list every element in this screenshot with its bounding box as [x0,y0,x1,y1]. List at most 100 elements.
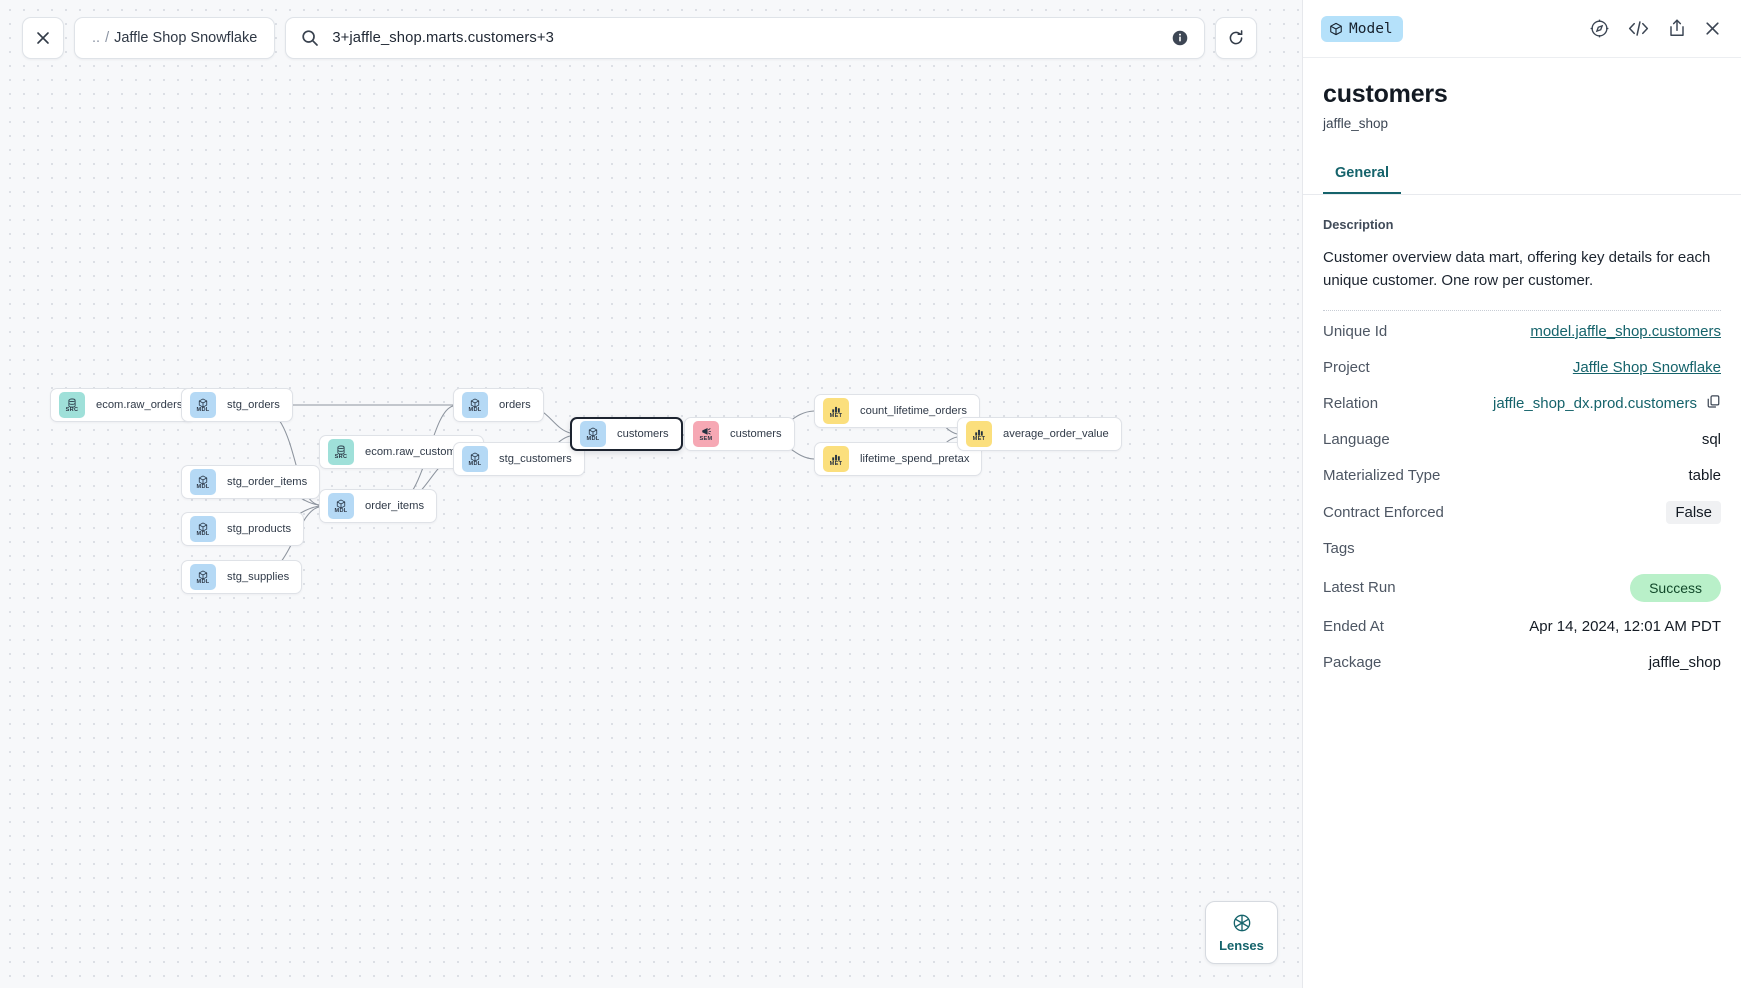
details-panel-body: Description Customer overview data mart,… [1303,195,1741,681]
tab-general[interactable]: General [1323,157,1401,194]
property-value-chip: False [1666,500,1721,524]
graph-node-stg_products[interactable]: MDL stg_products [181,512,305,546]
graph-node-customers_semantic[interactable]: SEM customers [684,417,795,451]
breadcrumb-project: Jaffle Shop Snowflake [114,30,258,46]
property-row: Latest Run Success [1323,567,1721,609]
mdl-icon [198,396,208,408]
node-label: stg_products [227,523,292,535]
node-type-badge-met: MET [823,398,849,424]
code-icon[interactable] [1627,18,1650,39]
property-value: Apr 14, 2024, 12:01 AM PDT [1529,618,1721,635]
node-label: count_lifetime_orders [860,405,967,417]
breadcrumb-prefix: .. [92,30,101,46]
node-type-badge-mdl: MDL [462,446,488,472]
node-label: ecom.raw_orders [96,399,183,411]
close-lineage-button[interactable] [22,17,64,59]
lineage-canvas[interactable]: .. / Jaffle Shop Snowflake 3+jaffle_shop… [0,0,1302,988]
node-type-badge-mdl: MDL [190,469,216,495]
graph-node-stg_customers[interactable]: MDL stg_customers [453,442,585,476]
property-row: Unique Id model.jaffle_shop.customers [1323,314,1721,350]
info-icon[interactable] [1172,30,1188,46]
search-icon [302,30,319,46]
src-icon [67,396,77,408]
property-key: Relation [1323,395,1379,412]
description-text: Customer overview data mart, offering ke… [1323,249,1711,290]
details-tabs: General [1303,157,1741,195]
description-label: Description [1323,217,1394,232]
mdl-icon [470,396,480,408]
node-type-badge-met: MET [823,446,849,472]
close-icon [37,32,49,44]
property-key: Contract Enforced [1323,503,1444,521]
node-type-badge-sem: SEM [693,421,719,447]
property-key: Unique Id [1323,323,1388,340]
property-key: Ended At [1323,618,1384,635]
copy-icon[interactable] [1706,394,1721,413]
graph-node-stg_orders[interactable]: MDL stg_orders [181,388,293,422]
search-value: 3+jaffle_shop.marts.customers+3 [332,30,554,46]
graph-node-stg_order_items[interactable]: MDL stg_order_items [181,465,321,499]
mdl-icon [198,520,208,532]
property-key: Package [1323,654,1382,671]
cube-icon [1330,22,1342,35]
property-key: Materialized Type [1323,467,1441,484]
node-label: customers [730,428,782,440]
property-value: table [1688,467,1721,484]
node-type-badge-mdl: MDL [462,392,488,418]
lenses-icon [1233,914,1250,931]
breadcrumb[interactable]: .. / Jaffle Shop Snowflake [74,17,276,59]
status-badge[interactable]: Success [1630,573,1721,602]
breadcrumb-separator: / [105,30,110,46]
node-label: lifetime_spend_pretax [860,453,970,465]
node-type-badge-mdl: MDL [190,392,216,418]
node-label: stg_customers [499,453,572,465]
explore-icon[interactable] [1589,18,1610,39]
property-key: Tags [1323,540,1355,557]
node-type-badge-mdl: MDL [328,493,354,519]
lenses-button[interactable]: Lenses [1205,901,1278,964]
mdl-icon [588,425,598,437]
node-label: stg_order_items [227,476,308,488]
details-panel-title-block: customers jaffle_shop [1303,58,1741,131]
close-panel-icon[interactable] [1704,20,1721,37]
property-row: Tags [1323,531,1721,567]
details-panel: Model customers jaffle_shop [1302,0,1741,988]
canvas-toolbar: .. / Jaffle Shop Snowflake 3+jaffle_shop… [22,17,1258,59]
property-row: Ended At Apr 14, 2024, 12:01 AM PDT [1323,609,1721,645]
property-value-link[interactable]: model.jaffle_shop.customers [1530,323,1721,340]
page-title: customers [1323,80,1448,108]
property-value-link[interactable]: jaffle_shop_dx.prod.customers [1492,395,1697,412]
node-label: stg_supplies [227,571,290,583]
mdl-icon [470,450,480,462]
property-row: Contract Enforced False [1323,494,1721,531]
node-type-badge-met: MET [966,421,992,447]
property-value: jaffle_shop [1648,654,1721,671]
refresh-icon [1229,30,1243,45]
property-row: Relation jaffle_shop_dx.prod.customers [1323,386,1721,422]
src-icon [336,443,346,455]
lineage-search-input[interactable]: 3+jaffle_shop.marts.customers+3 [285,17,1206,59]
share-icon[interactable] [1667,18,1687,39]
refresh-button[interactable] [1215,17,1258,59]
property-key: Project [1323,359,1370,376]
property-row: Package jaffle_shop [1323,645,1721,681]
mdl-icon [198,473,208,485]
graph-node-count_lifetime_orders[interactable]: MET count_lifetime_orders [814,394,980,428]
property-key: Latest Run [1323,579,1396,596]
node-label: stg_orders [227,399,280,411]
node-label: customers [617,428,669,440]
property-value-link[interactable]: Jaffle Shop Snowflake [1572,359,1721,376]
lenses-label: Lenses [1219,937,1264,953]
sem-icon [701,425,712,436]
node-type-badge-mdl: MDL [190,516,216,542]
property-key: Language [1323,431,1390,448]
